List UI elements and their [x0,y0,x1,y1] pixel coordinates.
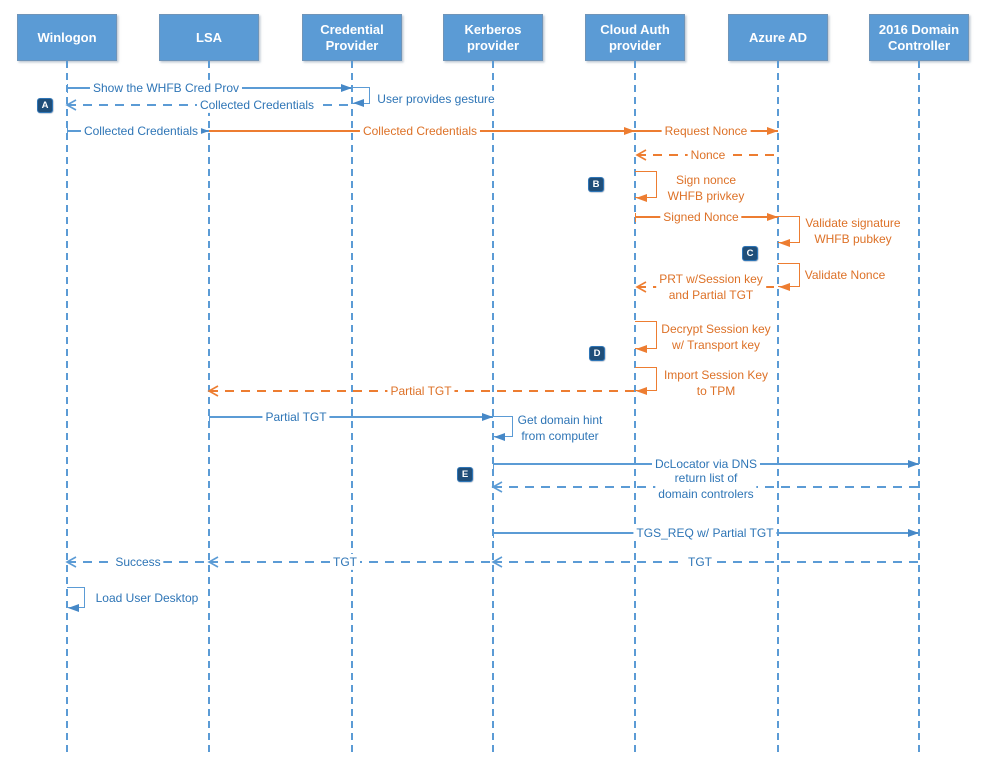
arrowhead-icon [482,412,493,421]
arrowhead-icon [353,98,364,107]
actor-azure-ad: Azure AD [728,14,828,61]
message-label: TGT [330,553,360,571]
arrowhead-icon [779,282,790,291]
arrowhead-icon [198,126,209,135]
message-label: User provides gesture [374,90,498,108]
arrowhead-icon [767,212,778,221]
arrowhead-icon [908,459,919,468]
lifeline-credential-provider [351,61,353,755]
message-label: Collected Credentials [196,96,318,114]
message-label: Import Session Key to TPM [660,366,772,400]
message-label: Nonce [687,146,729,164]
arrowhead-icon [341,83,352,92]
message-label: Get domain hint from computer [514,411,606,445]
arrowhead-icon [68,603,79,612]
arrowhead-icon [908,528,919,537]
arrowhead-icon [767,126,778,135]
actor-kerberos-provider: Kerberos provider [443,14,543,61]
message-label: Load User Desktop [92,589,202,607]
open-arrowhead-icon [65,99,77,111]
arrowhead-icon [624,126,635,135]
arrowhead-icon [636,344,647,353]
step-badge-a: A [37,98,53,113]
message-label: Validate signature WHFB pubkey [802,214,904,248]
message-label: Success [112,553,164,571]
step-badge-d: D [589,346,605,361]
lifeline-azure-ad [777,61,779,755]
message-label: Partial TGT [262,408,330,426]
message-label: Collected Credentials [359,122,481,140]
message-label: Collected Credentials [80,122,202,140]
open-arrowhead-icon [635,281,647,293]
message-label: TGS_REQ w/ Partial TGT [633,524,777,542]
open-arrowhead-icon [635,149,647,161]
message-label: Partial TGT [387,382,455,400]
actor-lsa: LSA [159,14,259,61]
actor-2016-domain-controller: 2016 Domain Controller [869,14,969,61]
lifeline-cloud-auth-provider [634,61,636,755]
message-line-partial-tgt-to-kerberos [209,416,493,418]
lifeline-kerberos-provider [492,61,494,755]
message-label: Sign nonce WHFB privkey [664,171,748,205]
open-arrowhead-icon [207,556,219,568]
message-label: PRT w/Session key and Partial TGT [656,270,766,304]
message-label: Decrypt Session key w/ Transport key [658,320,774,354]
message-label: DcLocator via DNS [651,455,761,473]
lifeline-2016-domain-controller [918,61,920,755]
open-arrowhead-icon [491,556,503,568]
open-arrowhead-icon [207,385,219,397]
arrowhead-icon [636,386,647,395]
message-label: Request Nonce [661,122,751,140]
message-label: Signed Nonce [660,208,742,226]
open-arrowhead-icon [491,481,503,493]
step-badge-c: C [742,246,758,261]
step-badge-b: B [588,177,604,192]
open-arrowhead-icon [65,556,77,568]
step-badge-e: E [457,467,473,482]
lifeline-winlogon [66,61,68,755]
message-label: Validate Nonce [801,266,889,284]
actor-winlogon: Winlogon [17,14,117,61]
lifeline-lsa [208,61,210,755]
message-label: return list of domain controlers [655,469,757,503]
arrowhead-icon [779,238,790,247]
message-label: Show the WHFB Cred Prov [89,79,243,97]
actor-credential-provider: Credential Provider [302,14,402,61]
message-label: TGT [685,553,715,571]
actor-cloud-auth-provider: Cloud Auth provider [585,14,685,61]
arrowhead-icon [494,432,505,441]
arrowhead-icon [636,193,647,202]
